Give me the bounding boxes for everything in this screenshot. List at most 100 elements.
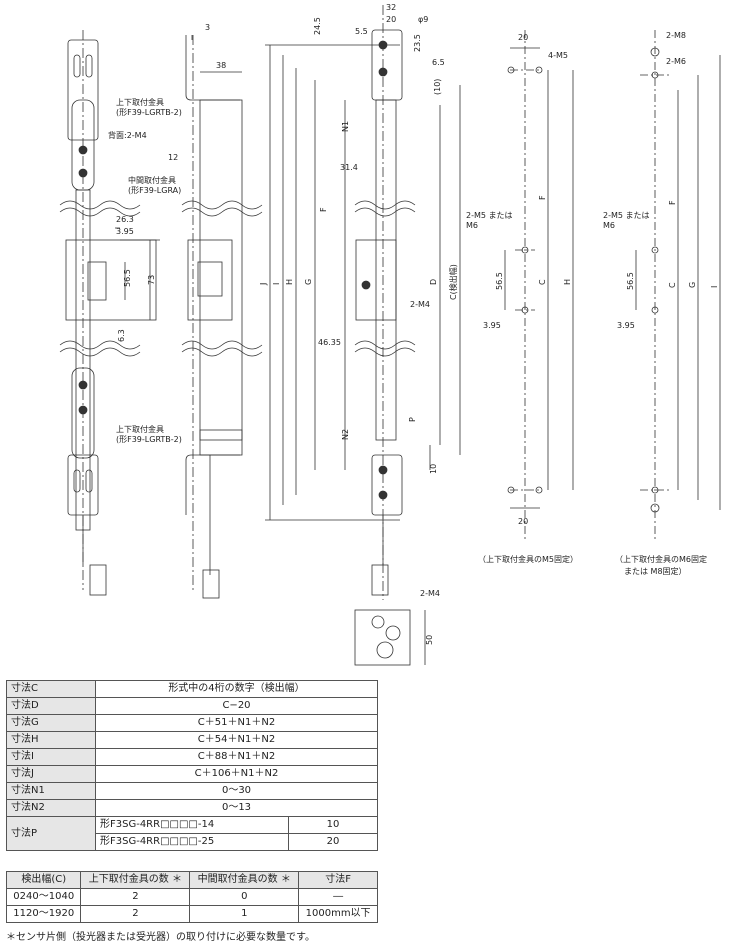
table-header-row: 検出幅(C) 上下取付金具の数 ＊ 中間取付金具の数 ＊ 寸法F	[5, 871, 378, 889]
dim-56-5: 56.5	[123, 269, 132, 287]
m6-dim-g: G	[688, 282, 697, 288]
dim-31-4: 31.4	[340, 163, 358, 172]
label-bracket-top-model: (形F39-LGRTB-2)	[116, 108, 182, 117]
cell: 1000mm以下	[298, 905, 378, 923]
dim-h: H	[285, 279, 294, 285]
row-label: 寸法G	[6, 714, 96, 732]
row-label: 寸法C	[6, 680, 96, 698]
label-bracket-bottom: 上下取付金具	[116, 424, 164, 434]
dim-phi9: φ9	[418, 15, 428, 24]
dim-10-paren: (10)	[433, 79, 442, 95]
m5-dim-20-bottom: 20	[518, 517, 528, 526]
m5-caption: （上下取付金具のM5固定）	[478, 554, 578, 564]
m5-dim-f: F	[538, 195, 547, 200]
bottom-view	[354, 609, 426, 666]
p-value: 10	[288, 816, 378, 834]
dim-3-95: 3.95	[116, 227, 134, 236]
cell: 1	[189, 905, 300, 923]
dim-c-detect: C(検出幅)	[448, 264, 458, 300]
count-table: 検出幅(C) 上下取付金具の数 ＊ 中間取付金具の数 ＊ 寸法F 0240〜10…	[5, 871, 378, 923]
p-label: 寸法P	[6, 816, 96, 851]
m5-dim-56-5: 56.5	[495, 272, 504, 290]
row-value: C＋51＋N1＋N2	[95, 714, 378, 732]
dim-10: 10	[429, 464, 438, 474]
cell: 0	[189, 888, 300, 906]
row-value: C＋88＋N1＋N2	[95, 748, 378, 766]
m6-view	[640, 30, 670, 540]
m5-dim-4-m5: 4-M5	[548, 51, 568, 60]
dim-2-m4: 2-M4	[410, 300, 430, 309]
dim-6-3: 6.3	[117, 329, 126, 342]
m6-dim-2-m6: 2-M6	[666, 57, 686, 66]
p-value: 20	[288, 833, 378, 851]
col-header: 寸法F	[298, 871, 378, 889]
m6-dim-m6: M6	[603, 221, 615, 230]
dim-3: 3	[205, 23, 210, 32]
dim-p: P	[408, 417, 417, 422]
row-label: 寸法H	[6, 731, 96, 749]
table-row: 0240〜1040 2 0 ―	[5, 888, 378, 906]
row-label: 寸法N2	[6, 799, 96, 817]
m5-dim-h: H	[563, 279, 572, 285]
label-back-m4: 背面:2-M4	[108, 130, 147, 140]
bottom-view-dim: 50	[425, 635, 434, 645]
dim-n2: N2	[341, 429, 350, 440]
p-model: 形F3SG-4RR□□□□-14	[95, 816, 289, 834]
row-value: 0〜13	[95, 799, 378, 817]
dimension-drawing: 3 38 12 26.3 3.95 56.5 73 6.3 上下取付金具 (形F…	[59, 3, 721, 666]
dim-73: 73	[147, 275, 156, 285]
m6-dim-c: C	[668, 282, 677, 288]
cell: 2	[80, 905, 191, 923]
row-label: 寸法I	[6, 748, 96, 766]
m5-dim-m6: M6	[466, 221, 478, 230]
left-view	[59, 30, 160, 596]
label-mid-bracket: 中間取付金具	[128, 175, 176, 185]
bottom-view-label: 2-M4	[420, 589, 440, 598]
dim-23-5: 23.5	[413, 34, 422, 52]
row-value: C＋54＋N1＋N2	[95, 731, 378, 749]
cell: 2	[80, 888, 191, 906]
label-bracket-bottom-model: (形F39-LGRTB-2)	[116, 435, 182, 444]
m5-dim-2-m5: 2-M5 または	[466, 211, 513, 220]
label-bracket-top: 上下取付金具	[116, 97, 164, 107]
dim-6-5: 6.5	[432, 58, 445, 67]
p-model: 形F3SG-4RR□□□□-25	[95, 833, 289, 851]
front-view	[265, 5, 461, 600]
row-label: 寸法J	[6, 765, 96, 783]
dim-n1: N1	[341, 121, 350, 132]
row-label: 寸法N1	[6, 782, 96, 800]
label-mid-bracket-model: (形F39-LGRA)	[128, 186, 181, 195]
row-value: C＋106＋N1＋N2	[95, 765, 378, 783]
m5-dim-20-top: 20	[518, 33, 528, 42]
col-header: 検出幅(C)	[5, 871, 82, 889]
col-header: 上下取付金具の数 ＊	[80, 871, 191, 889]
dim-12: 12	[168, 153, 178, 162]
dim-j: J	[259, 283, 268, 286]
dim-24-5: 24.5	[313, 17, 322, 35]
m5-view	[510, 30, 540, 540]
m6-dim-f: F	[668, 200, 677, 205]
m6-caption-2: または M8固定）	[624, 566, 687, 576]
cell: 0240〜1040	[5, 888, 82, 906]
dim-32: 32	[386, 3, 396, 12]
row-value: C−20	[95, 697, 378, 715]
dim-26-3: 26.3	[116, 215, 134, 224]
m6-dim-3-95: 3.95	[617, 321, 635, 330]
dim-46-35: 46.35	[318, 338, 341, 347]
m6-dim-i: I	[710, 286, 719, 288]
dim-d: D	[429, 279, 438, 285]
dim-f: F	[319, 207, 328, 212]
row-value: 0〜30	[95, 782, 378, 800]
m6-caption-1: （上下取付金具のM6固定	[615, 554, 707, 564]
m5-dim-3-95: 3.95	[483, 321, 501, 330]
dim-20: 20	[386, 15, 396, 24]
